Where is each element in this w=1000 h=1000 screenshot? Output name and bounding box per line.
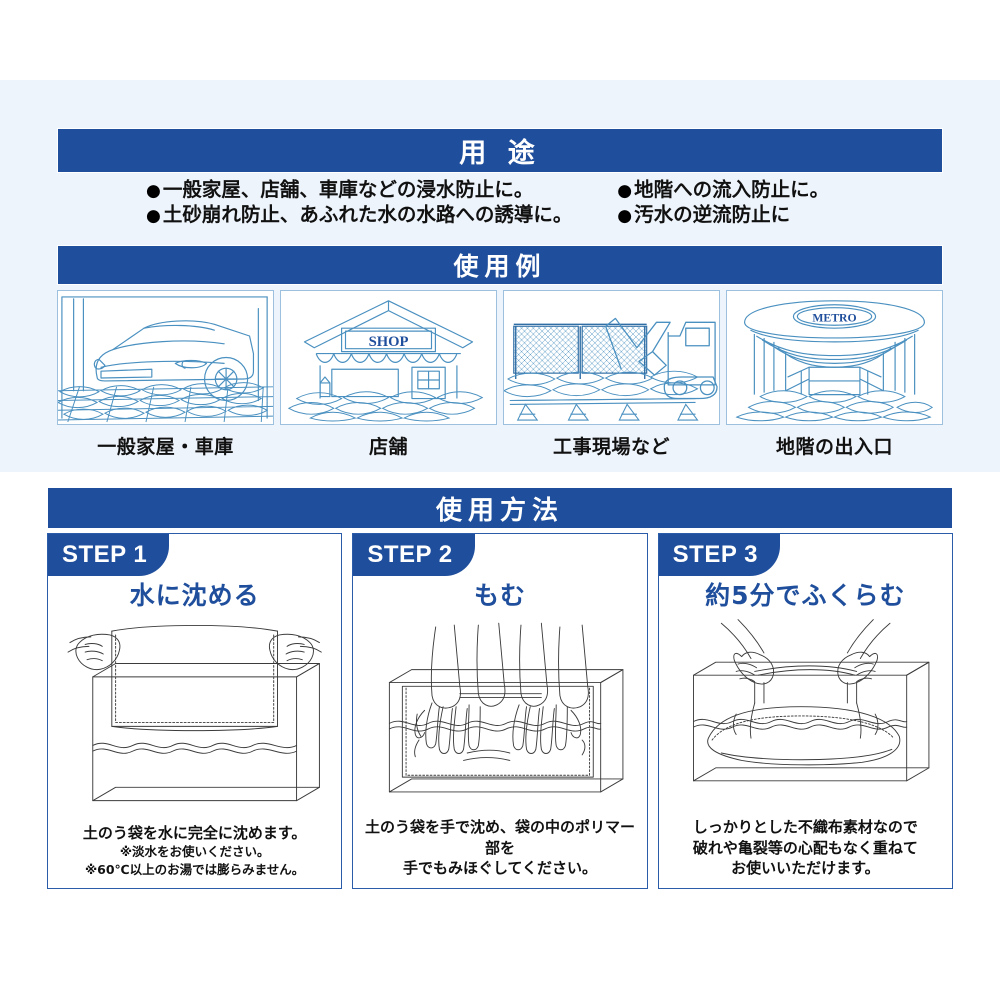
usage-example-thumb-store: SHOP bbox=[280, 290, 497, 425]
step-caption-2: 土のう袋を手で沈め、袋の中のポリマー部を 手でもみほぐしてください。 bbox=[353, 813, 646, 888]
step-badge-2: STEP 2 bbox=[353, 534, 475, 576]
section-header-usage-method-label: 使用方法 bbox=[435, 495, 564, 526]
step-caption-main-1: 土のう袋を水に完全に沈めます。 bbox=[82, 823, 307, 842]
step-card-2: STEP 2 もむ bbox=[352, 533, 648, 889]
section-header-usage-method: 使用方法 bbox=[47, 487, 953, 529]
storefront-shop-sandbags-illustration: SHOP bbox=[287, 300, 484, 422]
bullet-text: 土砂崩れ防止、あふれた水の水路への誘導に。 bbox=[162, 203, 573, 227]
bullet-marker-icon: ● bbox=[146, 206, 161, 227]
usage-example-label-garage: 一般家屋・車庫 bbox=[97, 436, 234, 458]
hands-lowering-bag-into-water-tank-illustration bbox=[67, 624, 322, 802]
usage-example-label-store: 店舗 bbox=[368, 436, 408, 458]
bullet-text: 汚水の逆流防止に bbox=[634, 203, 791, 227]
metro-sign-text: METRO bbox=[812, 311, 856, 324]
usage-examples-gallery: SHOP bbox=[57, 290, 943, 425]
two-hands-kneading-bag-underwater-illustration bbox=[389, 622, 624, 793]
step-title-2: もむ bbox=[473, 581, 526, 610]
bullet-text: 地階への流入防止に。 bbox=[634, 178, 830, 201]
step-caption-note-1b: ※60℃以上のお湯では膨らみません。 bbox=[85, 861, 305, 877]
garage-car-sandbags-illustration bbox=[58, 296, 273, 423]
step-caption-main-3: しっかりとした不織布素材なので 破れや亀裂等の心配もなく重ねて お使いいただけま… bbox=[692, 818, 918, 877]
metro-entrance-sandbags-illustration: METRO bbox=[735, 300, 934, 422]
usage-example-thumb-basement-entrance: METRO bbox=[726, 290, 943, 425]
bullet-item: ● 地階への流入防止に。 bbox=[617, 178, 946, 201]
bullet-marker-icon: ● bbox=[617, 206, 633, 227]
step-badge-1: STEP 1 bbox=[48, 534, 170, 576]
usage-example-label-construction: 工事現場など bbox=[552, 436, 670, 458]
usage-purpose-column-right: ● 地階への流入防止に。 ● 汚水の逆流防止に bbox=[617, 178, 946, 238]
step-caption-3: しっかりとした不織布素材なので 破れや亀裂等の心配もなく重ねて お使いいただけま… bbox=[659, 813, 952, 888]
step-caption-main-2: 土のう袋を手で沈め、袋の中のポリマー部を 手でもみほぐしてください。 bbox=[364, 818, 635, 877]
construction-site-excavator-sandbags-illustration bbox=[504, 317, 718, 421]
bullet-marker-icon: ● bbox=[617, 181, 633, 201]
usage-method-step-list: STEP 1 水に沈める bbox=[47, 533, 953, 889]
bullet-item: ● 土砂崩れ防止、あふれた水の水路への誘導に。 bbox=[146, 203, 599, 227]
section-header-usage-purpose-label: 用 途 bbox=[459, 138, 541, 169]
section-header-usage-purpose: 用 途 bbox=[57, 128, 943, 173]
usage-purpose-bullet-list: ● 一般家屋、店舗、車庫などの浸水防止に。 ● 土砂崩れ防止、あふれた水の水路へ… bbox=[146, 178, 946, 238]
bullet-item: ● 汚水の逆流防止に bbox=[617, 203, 946, 227]
step-card-1: STEP 1 水に沈める bbox=[47, 533, 343, 889]
step-figure-2 bbox=[363, 614, 636, 813]
step-figure-3 bbox=[669, 614, 942, 813]
bullet-item: ● 一般家屋、店舗、車庫などの浸水防止に。 bbox=[146, 178, 599, 201]
bullet-text: 一般家屋、店舗、車庫などの浸水防止に。 bbox=[162, 178, 534, 201]
usage-purpose-column-left: ● 一般家屋、店舗、車庫などの浸水防止に。 ● 土砂崩れ防止、あふれた水の水路へ… bbox=[146, 178, 599, 238]
usage-examples-label-row: 一般家屋・車庫 店舗 工事現場など 地階の出入口 bbox=[57, 432, 943, 459]
step-caption-1: 土のう袋を水に完全に沈めます。 ※淡水をお使いください。 ※60℃以上のお湯では… bbox=[48, 819, 341, 888]
usage-example-thumb-construction bbox=[503, 290, 720, 425]
step-badge-3: STEP 3 bbox=[658, 534, 780, 576]
usage-example-label-basement-entrance: 地階の出入口 bbox=[775, 436, 893, 458]
step-title-3: 約5分でふくらむ bbox=[705, 581, 906, 610]
shop-sign-text: SHOP bbox=[369, 334, 409, 350]
usage-example-thumb-garage bbox=[57, 290, 274, 425]
hands-lifting-swollen-sandbag-illustration bbox=[692, 619, 930, 782]
step-card-3: STEP 3 約5分でふくらむ bbox=[657, 533, 953, 889]
section-header-usage-examples-label: 使用例 bbox=[453, 252, 547, 281]
step-caption-note-1a: ※淡水をお使いください。 bbox=[119, 844, 270, 859]
bullet-marker-icon: ● bbox=[146, 181, 161, 201]
step-title-1: 水に沈める bbox=[129, 581, 260, 610]
step-figure-1 bbox=[58, 614, 331, 819]
section-header-usage-examples: 使用例 bbox=[57, 245, 943, 285]
